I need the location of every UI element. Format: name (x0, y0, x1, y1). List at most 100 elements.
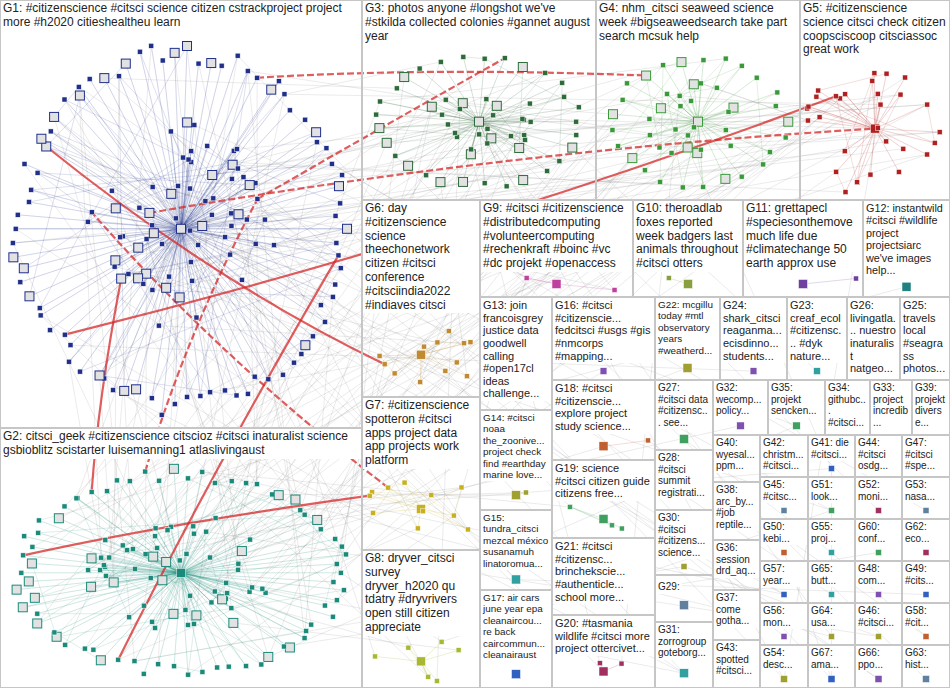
group-link (31, 164, 332, 190)
vertex (429, 493, 434, 498)
vertex (524, 275, 529, 280)
vertex (903, 75, 908, 80)
group-link (875, 129, 899, 172)
vertex (262, 217, 267, 222)
vertex (806, 104, 811, 109)
group-link (69, 231, 190, 362)
group-link (701, 66, 742, 84)
group-link (927, 105, 934, 143)
group-link (180, 229, 181, 298)
group-link (54, 117, 181, 229)
profile-vertex (343, 224, 352, 233)
vertex (417, 657, 426, 666)
group-link (421, 650, 459, 661)
vertex (426, 674, 431, 679)
group-link (80, 96, 171, 194)
group-box: G57: year... (760, 561, 808, 603)
vertex (739, 63, 744, 68)
vertex (923, 550, 929, 556)
group-label: G51: look... (809, 478, 854, 503)
vertex (224, 580, 229, 585)
vertex (446, 329, 451, 334)
group-link (38, 173, 139, 248)
vertex (923, 634, 929, 640)
cross-link (242, 65, 663, 551)
vertex (875, 125, 880, 130)
group-link (105, 540, 181, 573)
group-link (698, 122, 742, 177)
vertex (620, 97, 625, 102)
group-link (836, 96, 857, 182)
group-box: G8: dryver_citsci survey dryver_h2020 qu… (362, 550, 480, 688)
vertex (282, 92, 287, 97)
group-link (181, 229, 301, 354)
profile-vertex (149, 552, 158, 561)
group-link (181, 547, 342, 573)
vertex (141, 603, 146, 608)
group-box: G58: #cit... (902, 603, 950, 645)
group-link (463, 57, 484, 59)
group-link (408, 648, 428, 677)
group-link (162, 580, 194, 624)
vertex (502, 56, 507, 61)
group-link (181, 573, 196, 616)
group-link (379, 122, 479, 128)
group-link (698, 108, 733, 122)
cross-link (32, 164, 763, 546)
vertex (222, 388, 227, 393)
vertex (184, 551, 189, 556)
vertex (330, 614, 335, 619)
profile-vertex (382, 138, 391, 147)
group-link (181, 220, 247, 229)
group-link (446, 100, 511, 137)
vertex (661, 63, 666, 68)
group-box: G65: butt... (808, 561, 855, 603)
profile-vertex (100, 74, 109, 83)
vertex (512, 491, 521, 500)
vertex (26, 199, 31, 204)
vertex (923, 508, 929, 514)
vertex (484, 97, 489, 102)
profile-vertex (177, 224, 186, 233)
vertex (609, 523, 614, 528)
vertex (829, 592, 835, 598)
group-link (479, 122, 519, 148)
profile-vertex (120, 386, 129, 395)
group-link (175, 53, 181, 229)
profile-vertex (183, 118, 192, 127)
vertex (208, 390, 213, 395)
vertex (884, 71, 889, 76)
vertex (309, 622, 314, 627)
group-link (181, 564, 238, 573)
group-label: G53: nasa... (903, 478, 949, 503)
group-link (187, 220, 265, 397)
profile-vertex (677, 58, 686, 67)
group-box: G5: #citizenscience science citsci check… (800, 0, 950, 200)
vertex (89, 489, 94, 494)
group-link (198, 71, 248, 245)
group-link (405, 483, 454, 516)
vertex (255, 75, 260, 80)
group-link (857, 95, 900, 183)
group-box: G9: #citsci #citizenscience #distributed… (480, 200, 633, 297)
group-link (437, 342, 464, 344)
vertex (701, 184, 706, 189)
group-link (109, 558, 181, 573)
vertex (13, 226, 18, 231)
vertex (185, 476, 190, 481)
group-box: G63: hist... (902, 645, 950, 688)
group-box: G17: air cars june year epa cleanaircou.… (480, 590, 552, 688)
vertex (205, 143, 210, 148)
vertex (438, 59, 443, 64)
group-link (40, 212, 92, 308)
group-label: G15: tundra_citsci mezcal méxico susanam… (481, 511, 551, 570)
group-label: G34: githubc... #citsci... (826, 381, 869, 429)
group-label: G64: usa... (809, 604, 854, 629)
cross-link (205, 135, 524, 201)
vertex (677, 93, 682, 98)
vertices (9, 41, 942, 683)
profile-vertex (169, 609, 178, 618)
vertex (223, 235, 228, 240)
cross-link (159, 326, 464, 344)
vertex (101, 563, 106, 568)
